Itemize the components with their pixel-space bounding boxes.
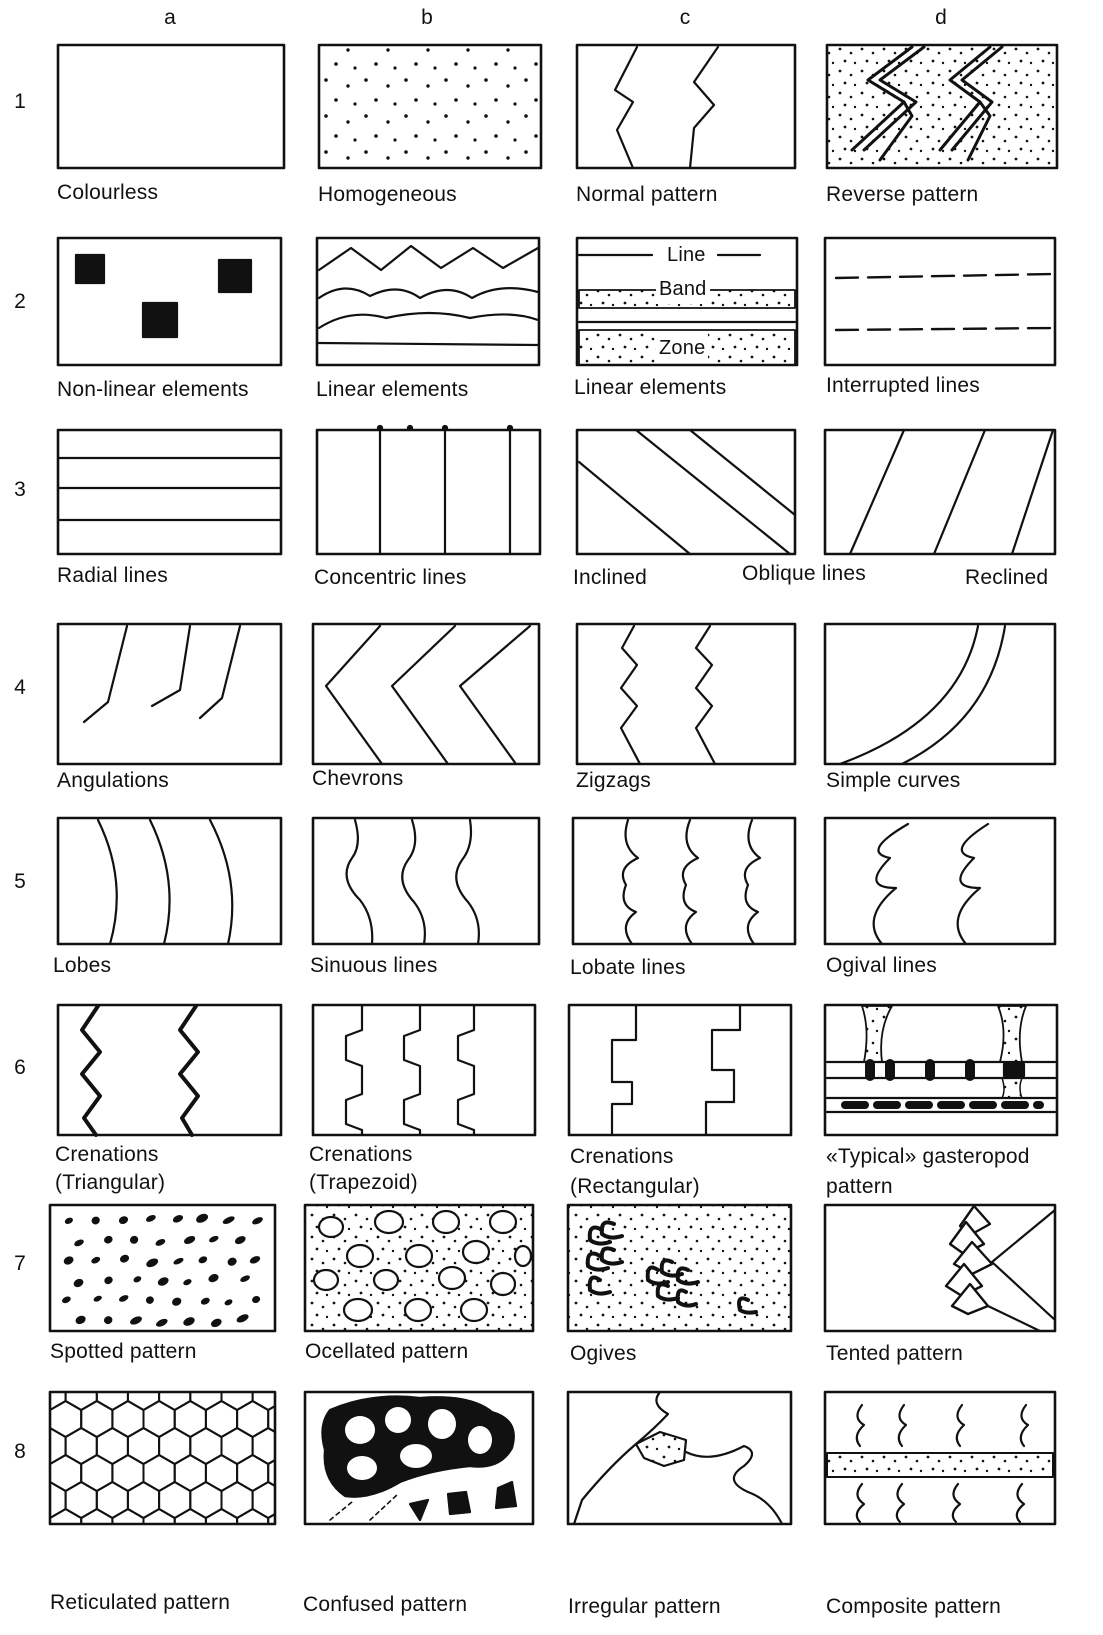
column-header-c: c [670, 6, 700, 30]
caption-5d: Ogival lines [826, 951, 937, 981]
caption-6d-line2: pattern [826, 1172, 893, 1202]
column-header-b: b [412, 6, 442, 30]
row-header-3: 3 [8, 478, 32, 502]
caption-3c: Inclined [573, 563, 647, 593]
caption-6a-line1: Crenations [55, 1140, 159, 1170]
row-header-7: 7 [8, 1252, 32, 1276]
pattern-7c-ogives [568, 1205, 791, 1331]
caption-7a: Spotted pattern [50, 1337, 197, 1367]
caption-5a: Lobes [53, 951, 111, 981]
caption-6b-line2: (Trapezoid) [309, 1168, 418, 1198]
caption-3d: Reclined [965, 563, 1048, 593]
pattern-4c-zigzags [577, 624, 795, 764]
pattern-8d-composite [825, 1392, 1055, 1524]
caption-7c: Ogives [570, 1339, 637, 1369]
row-header-2: 2 [8, 290, 32, 314]
pattern-8b-confused [305, 1392, 533, 1524]
caption-1a: Colourless [57, 178, 158, 208]
caption-3a: Radial lines [57, 561, 168, 591]
caption-8b: Confused pattern [303, 1590, 467, 1620]
pattern-4b-chevrons [313, 624, 539, 764]
inner-label-zone: Zone [656, 333, 708, 363]
pattern-1a-colourless [58, 45, 284, 168]
pattern-4d-simple-curves [825, 624, 1055, 764]
caption-4c: Zigzags [576, 766, 651, 796]
caption-6c-line2: (Rectangular) [570, 1172, 700, 1202]
caption-1b: Homogeneous [318, 180, 457, 210]
caption-5c: Lobate lines [570, 953, 686, 983]
pattern-6a-crenations-triangular [58, 1005, 281, 1135]
pattern-1c-normal [577, 45, 795, 168]
pattern-3d-reclined [825, 430, 1055, 554]
pattern-2b-linear [317, 238, 539, 365]
pattern-2a-nonlinear [58, 238, 281, 365]
inner-label-line: Line [663, 240, 710, 270]
pattern-3c-inclined [577, 430, 795, 554]
column-header-d: d [926, 6, 956, 30]
caption-6b-line1: Crenations [309, 1140, 413, 1170]
caption-1d: Reverse pattern [826, 180, 978, 210]
pattern-2d-interrupted [825, 238, 1055, 365]
pattern-5c-lobate [573, 818, 795, 944]
caption-1c: Normal pattern [576, 180, 718, 210]
caption-6d-line1: «Typical» gasteropod [826, 1142, 1030, 1172]
caption-4b: Chevrons [312, 764, 403, 794]
caption-2d: Interrupted lines [826, 371, 980, 401]
pattern-3b-concentric [317, 426, 540, 554]
caption-7b: Ocellated pattern [305, 1337, 468, 1367]
column-header-a: a [155, 6, 185, 30]
pattern-8c-irregular [568, 1392, 791, 1524]
caption-8a: Reticulated pattern [50, 1588, 230, 1618]
row-header-1: 1 [8, 90, 32, 114]
caption-5b: Sinuous lines [310, 951, 438, 981]
pattern-5d-ogival [825, 818, 1055, 944]
caption-6c-line1: Crenations [570, 1142, 674, 1172]
caption-4d: Simple curves [826, 766, 960, 796]
pattern-5a-lobes [58, 818, 281, 944]
inner-label-band: Band [656, 274, 710, 304]
pattern-3a-radial [58, 430, 281, 554]
caption-2b: Linear elements [316, 375, 468, 405]
caption-3cd: Oblique lines [742, 559, 866, 589]
pattern-5b-sinuous [313, 818, 539, 944]
pattern-1b-homogeneous [319, 45, 541, 168]
caption-2a: Non-linear elements [57, 375, 249, 405]
row-header-5: 5 [8, 870, 32, 894]
row-header-6: 6 [8, 1056, 32, 1080]
pattern-6d-gasteropod [825, 1005, 1057, 1135]
caption-6a-line2: (Triangular) [55, 1168, 165, 1198]
caption-7d: Tented pattern [826, 1339, 963, 1369]
pattern-6c-crenations-rectangular [569, 1005, 791, 1135]
pattern-6b-crenations-trapezoid [313, 1005, 535, 1135]
caption-4a: Angulations [57, 766, 169, 796]
pattern-4a-angulations [58, 624, 281, 764]
caption-8d: Composite pattern [826, 1592, 1001, 1622]
caption-2c: Linear elements [574, 373, 726, 403]
pattern-7a-spotted [50, 1205, 275, 1331]
pattern-7b-ocellated [305, 1205, 533, 1331]
caption-8c: Irregular pattern [568, 1592, 721, 1622]
pattern-7d-tented [825, 1205, 1055, 1331]
pattern-1d-reverse [827, 45, 1057, 168]
row-header-4: 4 [8, 676, 32, 700]
caption-3b: Concentric lines [314, 563, 467, 593]
row-header-8: 8 [8, 1440, 32, 1464]
pattern-8a-reticulated [3, 1347, 330, 1599]
